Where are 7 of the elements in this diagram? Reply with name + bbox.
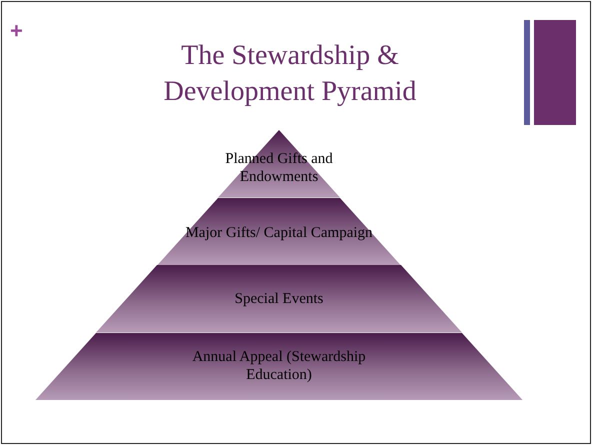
bullet-mark: + [10,18,23,44]
slide-title: The Stewardship & Development Pyramid [162,39,418,109]
tier-label: Special Events [234,290,324,309]
pyramid-tier [96,265,462,332]
tier-label: Major Gifts/ Capital Campaign [184,224,374,244]
tier-label: Annual Appeal (Stewardship Education) [191,348,367,386]
pyramid-tier [35,332,523,400]
